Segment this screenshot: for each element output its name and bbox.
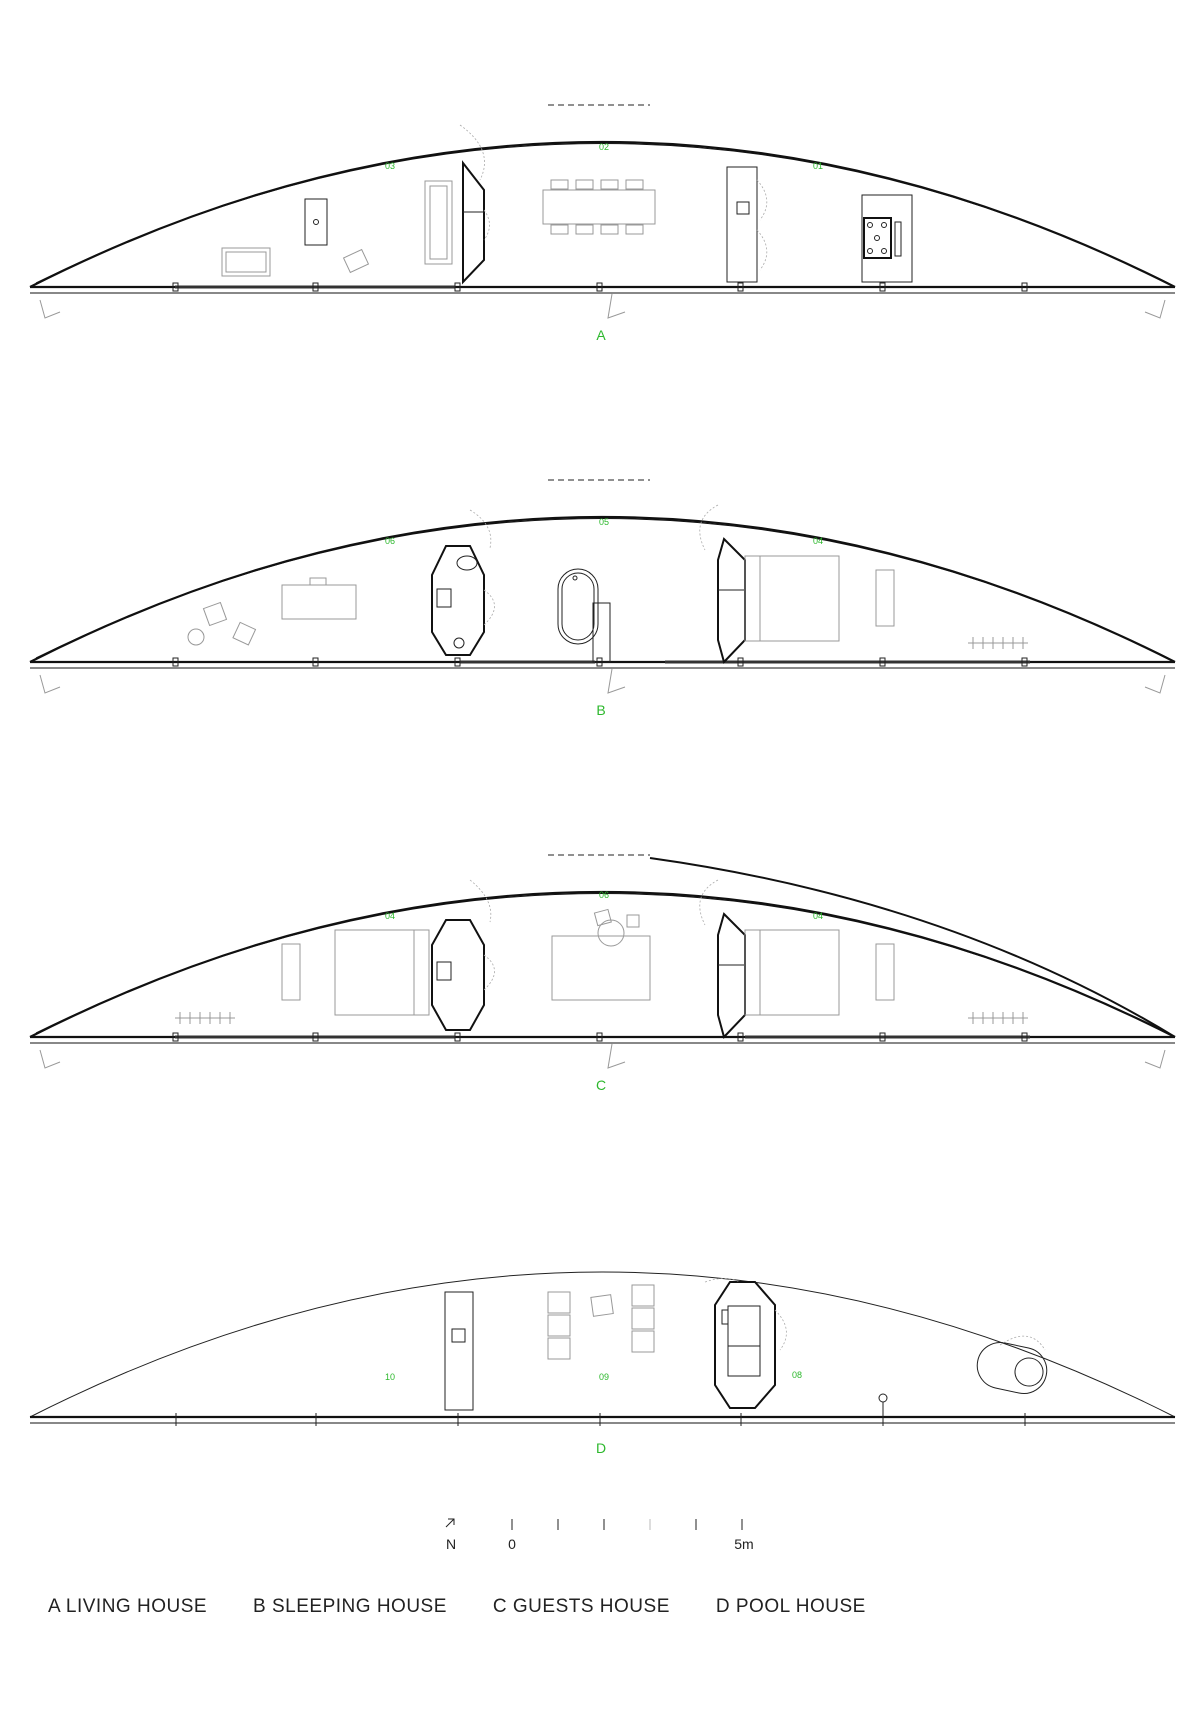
plan-b-desk	[281, 584, 357, 620]
plan-b-bed	[744, 555, 840, 642]
plan-c-guests-house: 04 06 04 C	[29, 854, 1176, 1093]
plan-a-entry-left	[39, 299, 61, 319]
plan-a-columns	[172, 282, 1028, 292]
plan-c-bathroom-pod	[431, 919, 485, 1031]
plan-b-bathroom-pod	[431, 545, 485, 656]
plan-c-rail-left	[175, 1012, 235, 1024]
plan-a-roof-arc	[29, 140, 1176, 288]
plan-b-room-04: 04	[813, 536, 823, 546]
plan-d-kitchen-unit	[444, 1291, 474, 1411]
plan-a-dining-table	[542, 189, 656, 225]
plan-d-hot-tub	[976, 1342, 1048, 1394]
plan-a-core-unit	[462, 160, 485, 285]
scale-zero-label: 0	[508, 1536, 516, 1552]
plan-c-bench-right	[875, 943, 895, 1001]
plan-d-room-10: 10	[385, 1372, 395, 1382]
legend-item-sleeping-house: B SLEEPING HOUSE	[253, 1596, 447, 1617]
plan-d-shower-pod	[714, 1281, 776, 1409]
scale-ticks	[511, 1519, 743, 1530]
plan-d-room-08: 08	[792, 1370, 802, 1380]
plan-b-toilet	[456, 555, 478, 571]
plan-c-letter: C	[596, 1077, 606, 1093]
plan-d-roof-arc	[29, 1271, 1176, 1418]
plan-a-room-02: 02	[599, 142, 609, 152]
plan-b-room-05: 05	[599, 517, 609, 527]
plan-a-sofa	[221, 247, 271, 277]
plan-b-washbasin	[436, 588, 452, 608]
plan-a-letter: A	[596, 327, 606, 343]
plan-c-rail-right	[968, 1012, 1028, 1024]
plan-b-bench	[875, 569, 895, 627]
plan-a-entry-right	[1144, 299, 1166, 319]
plan-b-sleeping-house: 06 05 04 B	[29, 479, 1176, 718]
legend: A LIVING HOUSE B SLEEPING HOUSE C GUESTS…	[48, 1596, 866, 1618]
plan-d-columns	[175, 1413, 1026, 1426]
plan-c-room-04-right: 04	[813, 911, 823, 921]
plan-a-sink	[736, 201, 750, 215]
plan-c-room-04-left: 04	[385, 911, 395, 921]
plan-a-room-03: 03	[385, 161, 395, 171]
plan-b-room-06: 06	[385, 536, 395, 546]
plan-c-bed-right	[744, 929, 840, 1016]
plan-c-columns	[172, 1032, 1028, 1042]
plan-a-roof-arc-inner	[35, 143, 1169, 284]
plan-a-kitchen-counter	[861, 194, 913, 283]
legend-item-guests-house: C GUESTS HOUSE	[492, 1596, 670, 1617]
plan-c-bed-left	[334, 929, 430, 1016]
plan-d-letter: D	[596, 1440, 606, 1456]
legend-item-living-house: A LIVING HOUSE	[48, 1596, 208, 1617]
plan-b-rail	[968, 637, 1028, 649]
plan-a-cabinet	[424, 180, 453, 265]
plan-d-loungers	[547, 1284, 655, 1360]
plan-c-washbasin	[436, 961, 452, 981]
scale-end-label: 5m	[734, 1536, 753, 1552]
plan-b-armchair	[202, 601, 228, 627]
plan-c-bench-left	[281, 943, 301, 1001]
plan-d-room-09: 09	[599, 1372, 609, 1382]
plan-a-fireplace	[304, 198, 328, 246]
plan-a-armchair	[342, 248, 370, 274]
plan-b-letter: B	[596, 702, 605, 718]
plan-c-table	[551, 935, 651, 1001]
plan-a-room-01: 01	[813, 161, 823, 171]
plan-d-pool-house: 10 09 08 D	[29, 1271, 1176, 1456]
plan-b-wardrobe	[717, 537, 746, 664]
plan-d-post	[878, 1393, 888, 1403]
plan-a-chairs	[550, 179, 644, 235]
north-arrow-icon	[445, 1518, 455, 1528]
legend-item-pool-house: D POOL HOUSE	[715, 1596, 866, 1617]
plan-c-room-06: 06	[599, 890, 609, 900]
plan-b-bathtub	[557, 568, 599, 645]
plan-a-kitchen-island	[726, 166, 758, 283]
north-label: N	[446, 1536, 456, 1552]
plan-a-living-house: 03 02 01 A	[29, 104, 1176, 343]
plan-a-cooktop	[863, 217, 892, 259]
scale-bar: N 0 5m	[445, 1518, 754, 1552]
plan-c-wardrobe	[717, 912, 746, 1039]
